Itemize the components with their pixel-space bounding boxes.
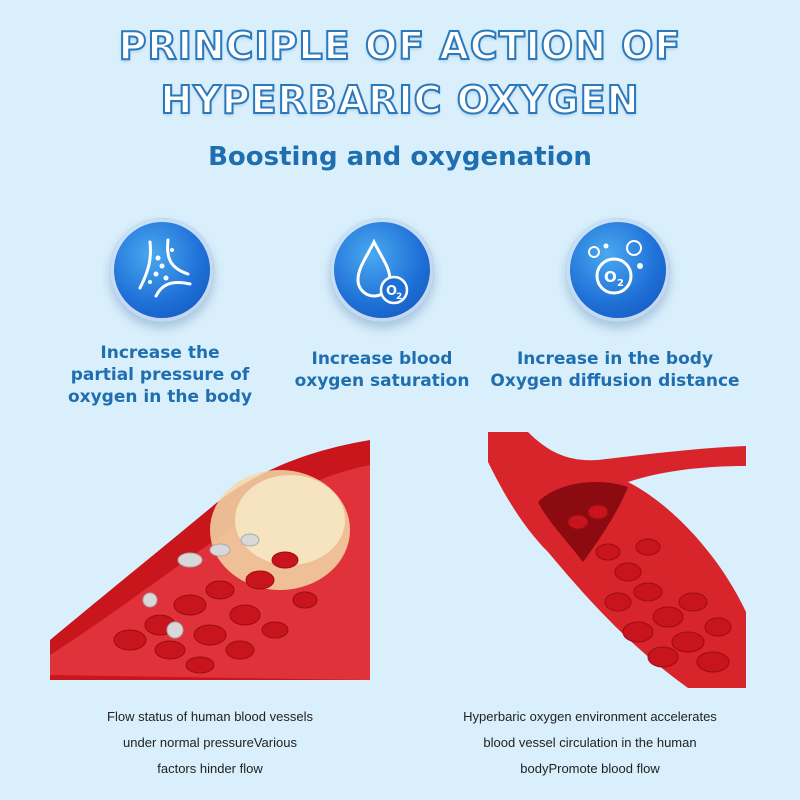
caption-left: Flow status of human blood vessels under… — [40, 704, 380, 782]
feature-diffusion-distance: Increase in the body Oxygen diffusion di… — [480, 348, 750, 392]
feature-2-line1: Increase blood — [311, 349, 453, 369]
caption-right-line1: Hyperbaric oxygen environment accelerate… — [463, 709, 717, 724]
svg-text:2: 2 — [617, 278, 624, 289]
caption-left-line2: under normal pressureVarious — [123, 735, 297, 750]
feature-1-line2: partial pressure of — [70, 365, 250, 385]
vessel-branch-icon — [110, 218, 214, 322]
title-line-2: HYPERBARIC OXYGEN — [160, 77, 640, 123]
feature-1-line3: oxygen in the body — [67, 387, 253, 407]
svg-text:2: 2 — [396, 292, 402, 302]
o2-bubble-icon: O 2 — [566, 218, 670, 322]
caption-right-line3: bodyPromote blood flow — [520, 761, 660, 776]
feature-2-line2: oxygen saturation — [294, 371, 470, 391]
caption-right-line2: blood vessel circulation in the human — [483, 735, 697, 750]
caption-right: Hyperbaric oxygen environment accelerate… — [410, 704, 770, 782]
feature-3-line1: Increase in the body — [516, 349, 714, 369]
blocked-blood-vessel-image — [50, 440, 370, 680]
flowing-blood-vessel-image — [488, 432, 746, 688]
feature-1-line1: Increase the — [100, 343, 220, 363]
caption-left-line3: factors hinder flow — [157, 761, 263, 776]
feature-oxygen-saturation: Increase blood oxygen saturation — [270, 348, 494, 392]
title-line-1: PRINCIPLE OF ACTION OF — [118, 23, 682, 69]
subtitle: Boosting and oxygenation — [208, 142, 592, 172]
caption-left-line1: Flow status of human blood vessels — [107, 709, 313, 724]
o2-droplet-icon: O 2 — [330, 218, 434, 322]
svg-text:O: O — [604, 268, 617, 286]
feature-partial-pressure: Increase the partial pressure of oxygen … — [40, 342, 280, 408]
svg-text:O: O — [386, 284, 397, 299]
feature-3-line2: Oxygen diffusion distance — [490, 371, 740, 391]
